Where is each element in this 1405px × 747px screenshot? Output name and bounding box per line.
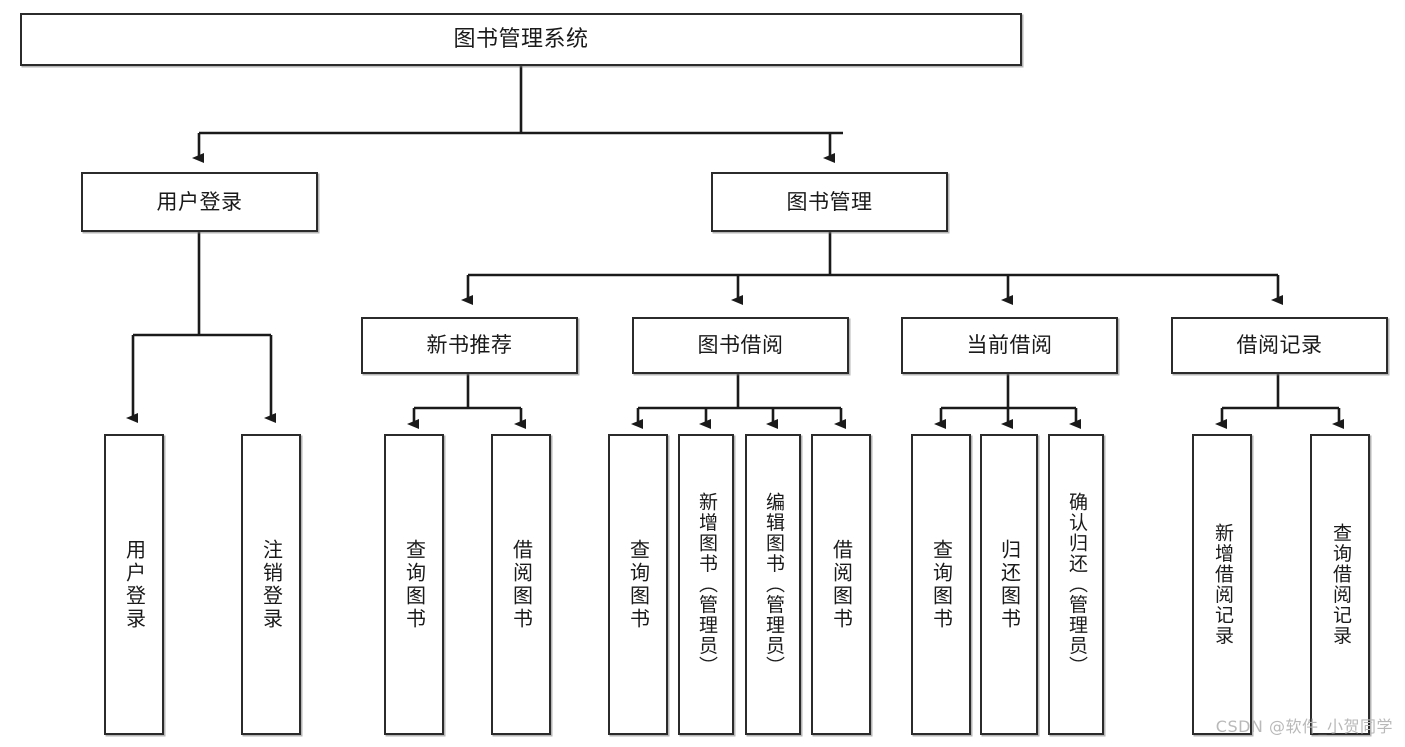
node-label: 查询图书 <box>402 538 427 631</box>
node-label: 编辑图书（管理员） <box>762 492 785 677</box>
node-label: 新增图书（管理员） <box>695 492 718 677</box>
node-label: 图书借阅 <box>697 333 784 358</box>
leaf-recommend-borrow-book[interactable]: 借阅图书 <box>491 434 551 735</box>
leaf-current-confirm-return-admin[interactable]: 确认归还（管理员） <box>1048 434 1104 735</box>
leaf-borrow-add-book-admin[interactable]: 新增图书（管理员） <box>678 434 734 735</box>
node-label: 图书管理系统 <box>453 26 589 52</box>
node-label: 借阅图书 <box>509 538 534 631</box>
node-label: 新书推荐 <box>426 333 513 358</box>
leaf-user-login[interactable]: 用户登录 <box>104 434 164 735</box>
node-label: 用户登录 <box>156 189 243 214</box>
node-label: 图书管理 <box>786 189 873 214</box>
csdn-watermark: CSDN @软件_小贺同学 <box>1215 717 1393 736</box>
node-label: 归还图书 <box>997 538 1022 631</box>
node-book-manage[interactable]: 图书管理 <box>711 172 948 232</box>
leaf-borrow-edit-book-admin[interactable]: 编辑图书（管理员） <box>745 434 801 735</box>
leaf-borrow-query-book[interactable]: 查询图书 <box>608 434 668 735</box>
node-borrow-record[interactable]: 借阅记录 <box>1171 317 1388 374</box>
node-label: 查询图书 <box>626 538 651 631</box>
node-user-login[interactable]: 用户登录 <box>81 172 318 232</box>
node-new-book-recommend[interactable]: 新书推荐 <box>361 317 578 374</box>
leaf-record-query-borrow-record[interactable]: 查询借阅记录 <box>1310 434 1370 735</box>
node-book-borrow[interactable]: 图书借阅 <box>632 317 849 374</box>
node-label: 新增借阅记录 <box>1211 523 1234 646</box>
node-label: 借阅图书 <box>829 538 854 631</box>
node-label: 查询借阅记录 <box>1329 523 1352 646</box>
node-label: 注销登录 <box>259 538 284 631</box>
node-label: 确认归还（管理员） <box>1065 492 1088 677</box>
leaf-recommend-query-book[interactable]: 查询图书 <box>384 434 444 735</box>
node-label: 当前借阅 <box>966 333 1053 358</box>
leaf-current-return-book[interactable]: 归还图书 <box>980 434 1038 735</box>
leaf-user-logout[interactable]: 注销登录 <box>241 434 301 735</box>
leaf-current-query-book[interactable]: 查询图书 <box>911 434 971 735</box>
node-label: 借阅记录 <box>1236 333 1323 358</box>
node-label: 查询图书 <box>929 538 954 631</box>
node-current-borrow[interactable]: 当前借阅 <box>901 317 1118 374</box>
leaf-record-add-borrow-record[interactable]: 新增借阅记录 <box>1192 434 1252 735</box>
node-label: 用户登录 <box>122 538 147 631</box>
leaf-borrow-lend-book[interactable]: 借阅图书 <box>811 434 871 735</box>
node-root-system[interactable]: 图书管理系统 <box>20 13 1022 66</box>
